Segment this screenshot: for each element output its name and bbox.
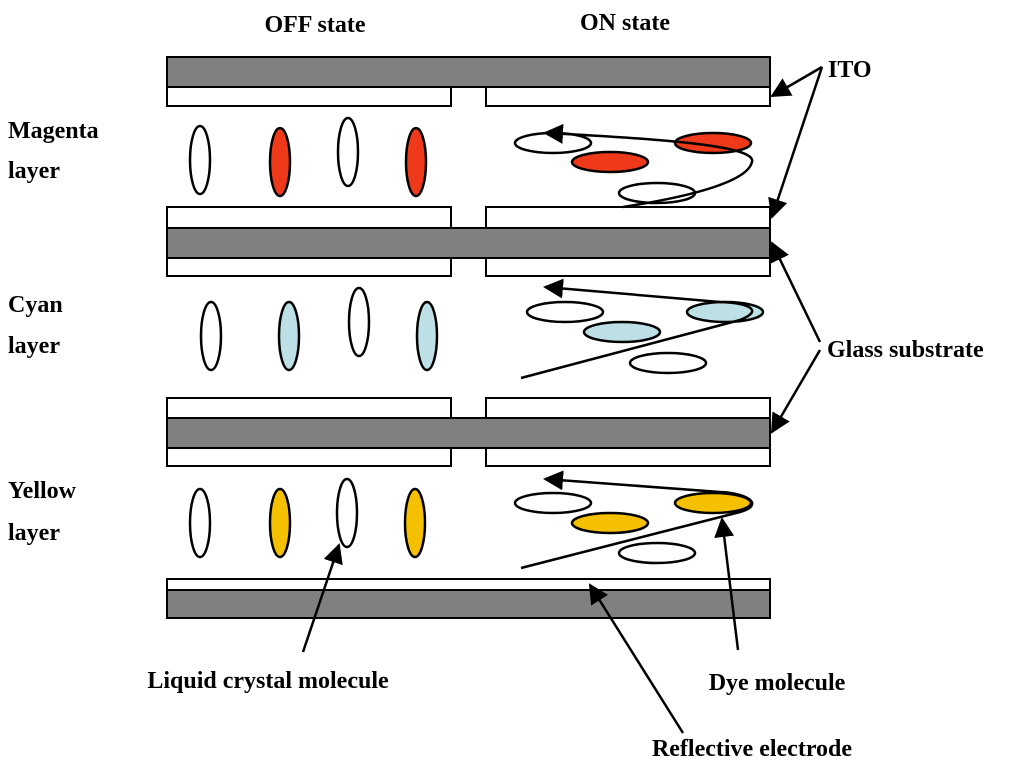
dye-molecule-label: Dye molecule [709,670,846,696]
yellow-dye-molecule-2 [403,487,427,559]
yellow-lc-molecule-on-1 [513,491,593,515]
cyan-layer-label-line1: Cyan [8,292,63,318]
magenta-layer-label-line1: Magenta [8,118,99,144]
top-ito-left [166,86,452,107]
bottom-glass-substrate [166,589,771,619]
yellow-layer-label-line1: Yellow [8,478,77,504]
yellow-dye-molecule-1 [268,487,292,559]
yellow-top-ito-left [166,447,452,467]
yellow-top-ito-right [485,447,771,467]
reflective-electrode-arrow [588,583,685,734]
cyan-top-ito-right [485,257,771,277]
ito-arrow-top [770,65,823,98]
magenta-lc-molecule-1 [188,124,212,196]
ito-arrow-magenta-bottom [768,66,824,219]
cyan-director-curve [520,278,754,380]
magenta-layer-label-line2: layer [8,158,60,184]
yellow-dye-molecule-on-2 [570,511,650,535]
magenta-bottom-ito-right [485,206,771,229]
magenta-dye-molecule-1 [268,126,292,198]
on-state-heading: ON state [580,10,670,36]
magenta-bottom-ito-left [166,206,452,229]
cyan-lc-molecule-1 [199,300,223,372]
cyan-lc-molecule-on-2 [628,351,708,375]
yellow-lc-molecule-2 [335,477,359,549]
glass-arrow-upper [770,241,822,343]
ito-label: ITO [828,57,872,83]
liquid-crystal-arrow [301,543,343,653]
glass-substrate-2 [166,227,771,259]
yellow-dye-molecule-on-1 [673,491,753,515]
top-glass-substrate [166,56,771,88]
cyan-dye-molecule-on-2 [582,320,662,344]
cyan-bottom-ito-left [166,397,452,419]
glass-substrate-3 [166,417,771,449]
reflective-electrode-label: Reflective electrode [652,736,852,762]
top-ito-right [485,86,771,107]
magenta-dye-molecule-2 [404,126,428,198]
cyan-layer-label-line2: layer [8,333,60,359]
cyan-bottom-ito-right [485,397,771,419]
off-state-heading: OFF state [264,12,365,38]
magenta-director-curve [543,123,754,209]
cyan-dye-molecule-1 [277,300,301,372]
cyan-lc-molecule-2 [347,286,371,358]
glass-arrow-lower [770,349,822,434]
glass-substrate-label: Glass substrate [827,337,984,363]
cyan-dye-molecule-2 [415,300,439,372]
yellow-director-curve [520,470,754,570]
magenta-lc-molecule-2 [336,116,360,188]
reflective-electrode-layer [166,578,771,591]
dye-molecule-arrow [714,517,740,651]
magenta-dye-molecule-on-2 [570,150,650,174]
magenta-dye-molecule-on-1 [673,131,753,155]
liquid-crystal-molecule-label: Liquid crystal molecule [147,668,389,694]
yellow-lc-molecule-1 [188,487,212,559]
yellow-layer-label-line2: layer [8,520,60,546]
yellow-lc-molecule-on-2 [617,541,697,565]
cyan-lc-molecule-on-1 [525,300,605,324]
cyan-top-ito-left [166,257,452,277]
